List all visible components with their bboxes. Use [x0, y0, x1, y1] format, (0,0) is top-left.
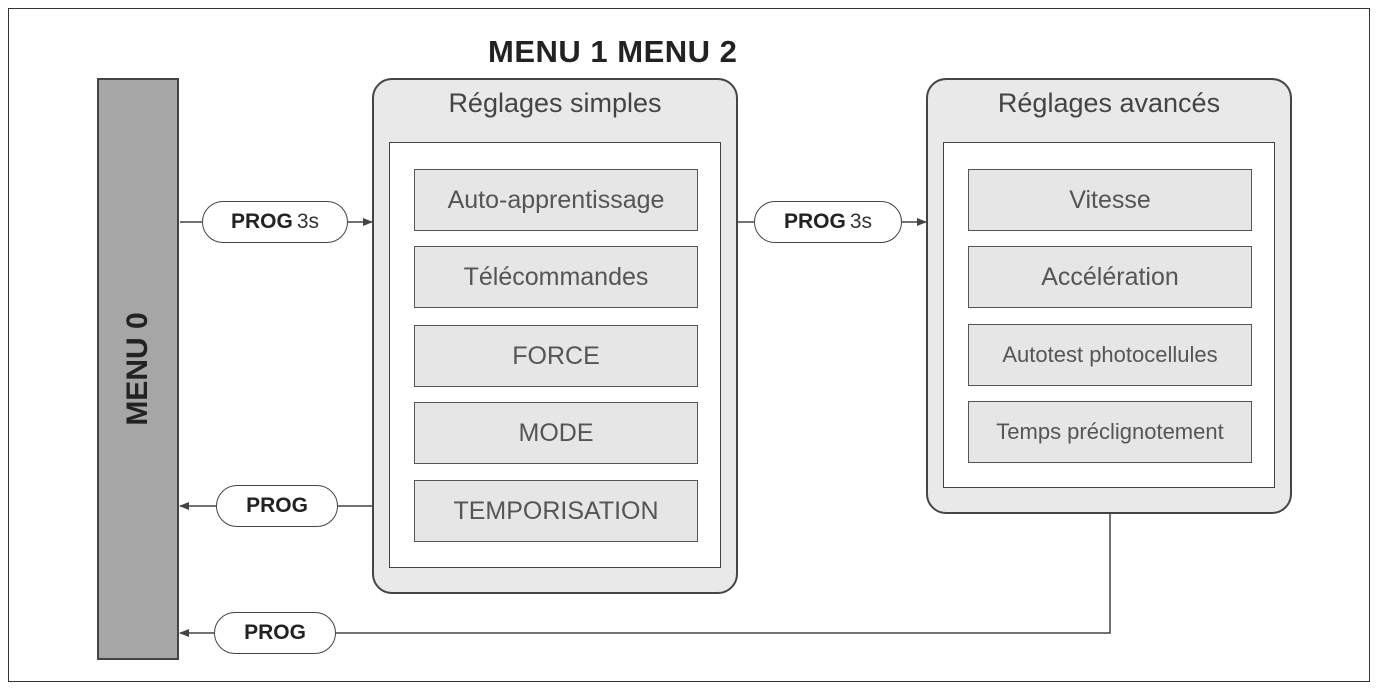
pill-key: PROG — [230, 210, 293, 233]
menu1-inner: Auto-apprentissage Télécommandes FORCE M… — [389, 142, 721, 568]
pill-key: PROG — [246, 494, 308, 517]
menu2-item-vitesse: Vitesse — [968, 169, 1252, 231]
line-menu2-to-pill4 — [336, 514, 1111, 634]
pill-key: PROG — [783, 210, 846, 233]
menu1-item-mode: MODE — [414, 402, 698, 464]
diagram-title: MENU 1 MENU 2 — [488, 34, 738, 69]
diagram-frame — [8, 8, 1370, 682]
menu1-item-auto-apprentissage: Auto-apprentissage — [414, 169, 698, 231]
pill-prog-back-menu1: PROG — [216, 485, 338, 527]
menu2-item-autotest-photocellules: Autotest photocellules — [968, 324, 1252, 386]
menu2-panel: Réglages avancés Vitesse Accélération Au… — [926, 78, 1292, 514]
pill-key: PROG — [244, 621, 306, 644]
menu2-item-temps-preclignotement: Temps préclignotement — [968, 401, 1252, 463]
menu1-title: Réglages simples — [448, 88, 662, 118]
menu2-title: Réglages avancés — [997, 88, 1221, 118]
menu0-bar: MENU 0 — [97, 78, 179, 660]
menu0-label: MENU 0 — [121, 312, 154, 426]
menu2-item-acceleration: Accélération — [968, 246, 1252, 308]
menu2-inner: Vitesse Accélération Autotest photocellu… — [943, 142, 1275, 488]
menu1-panel: Réglages simples Auto-apprentissage Télé… — [372, 78, 738, 594]
pill-duration: 3s — [849, 210, 873, 233]
menu1-item-telecommandes: Télécommandes — [414, 246, 698, 308]
menu1-item-force: FORCE — [414, 325, 698, 387]
pill-prog-back-menu2: PROG — [214, 612, 336, 654]
pill-duration: 3s — [296, 210, 320, 233]
menu1-item-temporisation: TEMPORISATION — [414, 480, 698, 542]
